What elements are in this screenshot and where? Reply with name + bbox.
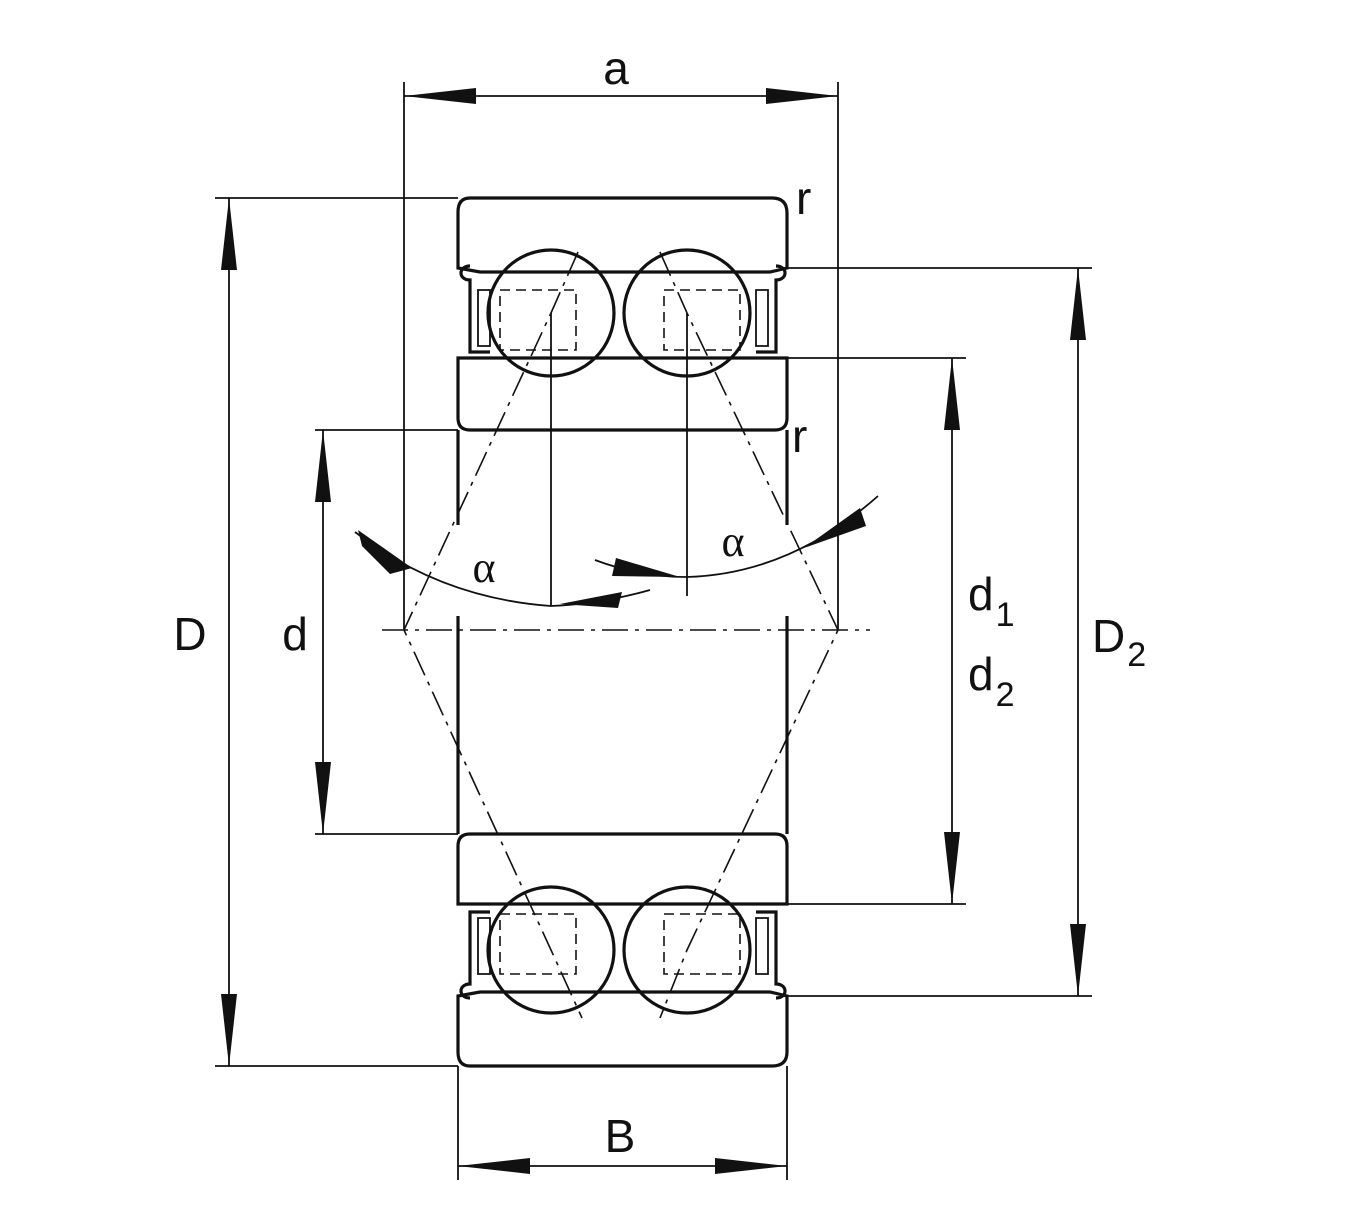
B-arrow-left — [458, 1158, 530, 1174]
d1-arrow-top — [944, 358, 960, 430]
label-alpha-right: α — [721, 517, 744, 566]
a-arrow-right — [766, 88, 838, 104]
cage-bottom-right — [663, 913, 741, 975]
label-d1: d1 — [968, 568, 1015, 634]
a-arrow-left — [404, 88, 476, 104]
D2-arrow-bottom — [1070, 924, 1086, 996]
D-arrow-bottom — [221, 994, 237, 1066]
d1-arrow-bottom — [944, 832, 960, 904]
B-arrow-right — [715, 1158, 787, 1174]
label-B: B — [605, 1110, 636, 1162]
ball-bottom-right — [622, 885, 752, 1015]
D2-arrow-top — [1070, 268, 1086, 340]
seal-left-bottom — [459, 910, 491, 1000]
outer-ring-top — [456, 196, 789, 274]
cage-top-left — [499, 289, 577, 351]
ball-bottom-left — [486, 885, 616, 1015]
d-arrow-top — [315, 430, 331, 502]
alpha-arrow-left-inner — [560, 592, 622, 608]
D-arrow-top — [221, 198, 237, 270]
label-alpha-left: α — [472, 543, 495, 592]
cage-top-right — [663, 289, 741, 351]
label-r-top: r — [796, 172, 811, 224]
seal-right-top — [755, 264, 787, 354]
label-D: D — [173, 608, 206, 660]
label-r-mid: r — [792, 410, 807, 462]
inner-ring-top — [456, 356, 789, 432]
d-arrow-bottom — [315, 762, 331, 834]
alpha-arrow-right-inner — [612, 558, 680, 577]
label-d2: d2 — [968, 648, 1015, 714]
cage-bottom-left — [499, 913, 577, 975]
inner-ring-bottom — [456, 832, 789, 906]
label-D2: D2 — [1092, 610, 1146, 674]
label-d: d — [282, 608, 308, 660]
alpha-arrow-right-outer — [804, 508, 866, 548]
seal-right-bottom — [755, 910, 787, 1000]
label-a: a — [603, 42, 629, 94]
alpha-arrow-left-outer — [358, 530, 412, 574]
seal-left-top — [459, 264, 491, 354]
outer-ring-bottom — [456, 990, 789, 1068]
